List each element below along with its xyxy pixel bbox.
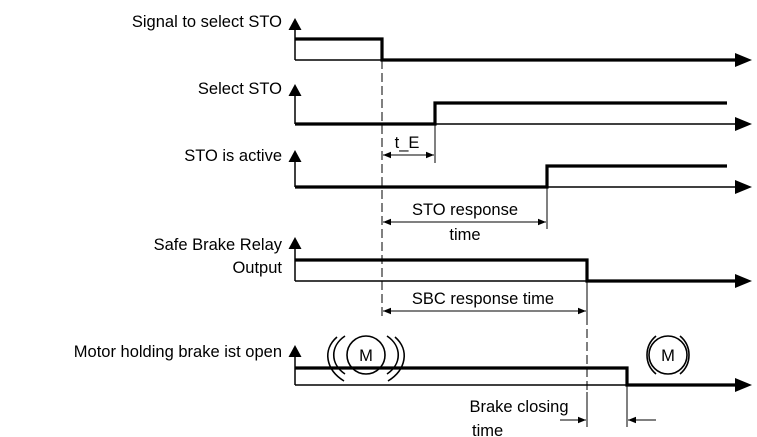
motor-brake-closed-icon: M (646, 335, 690, 375)
brake-closing-label-line2: time (472, 422, 503, 437)
row-motor-holding-brake: Motor holding brake ist open M M Brake c… (74, 335, 752, 437)
label-signal-to-select-sto: Signal to select STO (132, 13, 282, 31)
y-axis-arrow (288, 18, 302, 30)
label-sto-is-active: STO is active (184, 147, 282, 165)
label-safe-brake-relay-line1: Safe Brake Relay (154, 236, 283, 254)
y-axis-arrow (288, 345, 302, 357)
brake-closing-label-line1: Brake closing (469, 398, 568, 416)
time-axis-arrow (735, 378, 752, 392)
motor-symbol-right: M (661, 347, 675, 365)
t-e-label: t_E (395, 134, 420, 152)
sto-response-label-line1: STO response (412, 201, 518, 219)
motor-brake-waveform (295, 366, 738, 387)
sto-response-label-line2: time (449, 226, 480, 244)
row-signal-to-select-sto: Signal to select STO (132, 13, 752, 67)
time-axis-arrow (735, 53, 752, 67)
label-motor-holding-brake: Motor holding brake ist open (74, 343, 282, 361)
time-axis-arrow (735, 180, 752, 194)
label-safe-brake-relay-line2: Output (232, 259, 282, 277)
row-select-sto: Select STO t_E (198, 80, 752, 163)
y-axis-arrow (288, 84, 302, 96)
relay-output-waveform (295, 258, 738, 283)
y-axis-arrow (288, 237, 302, 249)
sbc-response-label: SBC response time (412, 290, 554, 308)
row-sto-is-active: STO is active STO response time (184, 147, 752, 244)
sto-active-waveform (295, 164, 727, 189)
time-axis-arrow (735, 117, 752, 131)
time-axis-arrow (735, 274, 752, 288)
motor-symbol-left: M (359, 347, 373, 365)
label-select-sto: Select STO (198, 80, 282, 98)
select-sto-waveform (295, 101, 727, 126)
row-safe-brake-relay-output: Safe Brake Relay Output SBC response tim… (154, 236, 752, 318)
motor-brake-open-icon: M (327, 335, 405, 382)
y-axis-arrow (288, 150, 302, 162)
signal-waveform (295, 37, 738, 62)
